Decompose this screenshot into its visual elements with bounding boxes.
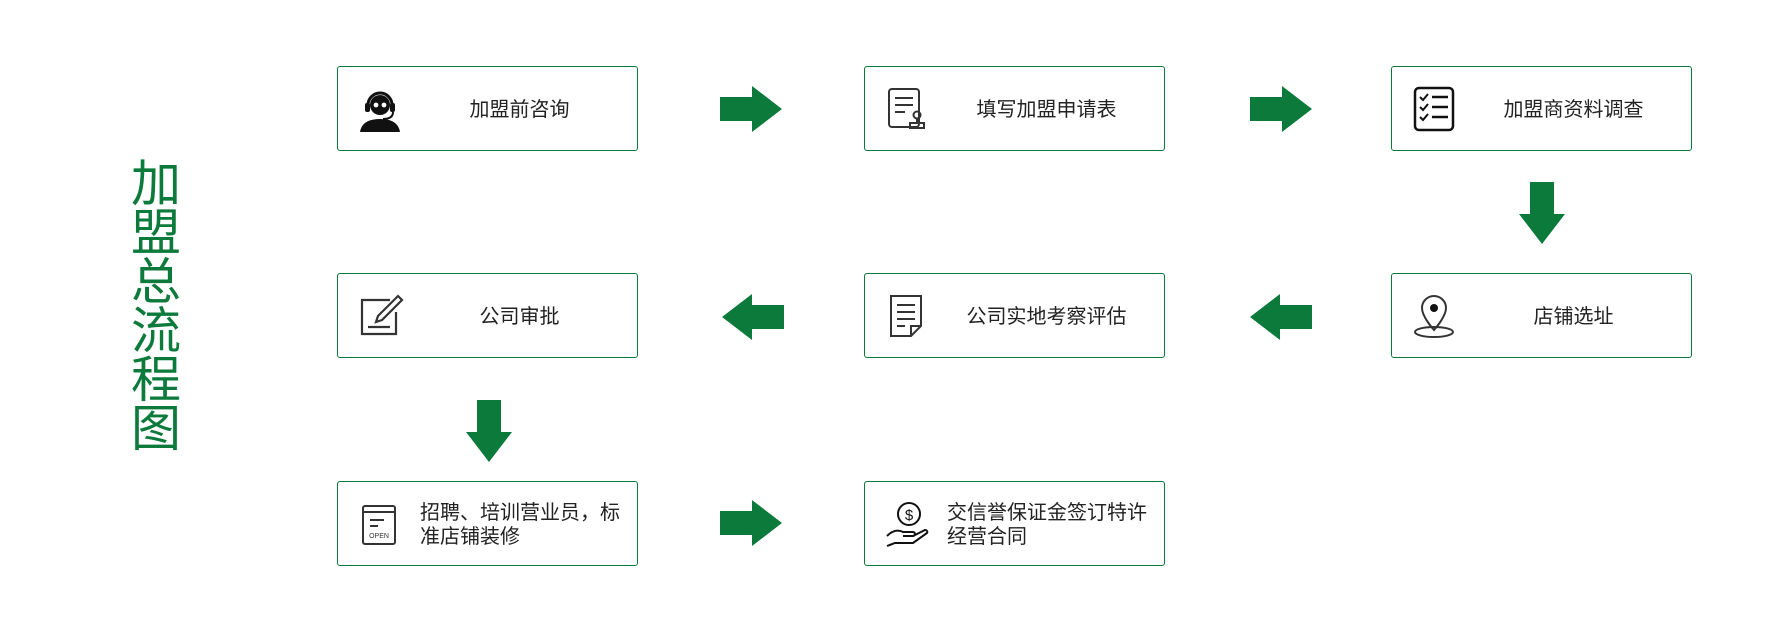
arrow-down-icon <box>466 400 512 462</box>
step-box-site-selection: 店铺选址 <box>1391 273 1692 358</box>
step-label: 填写加盟申请表 <box>976 96 1117 121</box>
step-box-consult: 加盟前咨询 <box>337 66 638 151</box>
step-label: 公司审批 <box>479 303 560 328</box>
arrow-right-icon <box>720 86 782 132</box>
arrow-left-icon <box>1250 294 1312 340</box>
open-sign-icon: OPEN <box>362 504 396 545</box>
money-hand-icon: $ <box>886 501 929 547</box>
svg-text:OPEN: OPEN <box>369 533 389 540</box>
application-form-icon <box>888 87 925 129</box>
svg-text:$: $ <box>905 507 914 524</box>
page-title: 加盟总流程图 <box>131 155 181 458</box>
edit-approval-icon <box>360 293 404 335</box>
checklist-icon <box>1413 86 1455 131</box>
step-box-application: 填写加盟申请表 <box>864 66 1165 151</box>
step-box-site-inspection: 公司实地考察评估 <box>864 273 1165 358</box>
step-box-investigation: 加盟商资料调查 <box>1391 66 1692 151</box>
step-label: 交信誉保证金签订特许经营合同 <box>947 499 1147 548</box>
arrow-right-icon <box>1250 86 1312 132</box>
arrow-right-icon <box>720 500 782 546</box>
customer-service-icon <box>360 91 400 132</box>
step-label: 店铺选址 <box>1533 303 1614 328</box>
step-box-approval: 公司审批 <box>337 273 638 358</box>
arrow-down-icon <box>1519 182 1565 244</box>
step-box-deposit-contract: $ 交信誉保证金签订特许经营合同 <box>864 481 1165 566</box>
step-label: 公司实地考察评估 <box>966 303 1127 328</box>
step-label: 招聘、培训营业员，标准店铺装修 <box>420 499 620 548</box>
document-icon <box>890 294 922 337</box>
arrow-left-icon <box>722 294 784 340</box>
step-box-recruit-decorate: OPEN 招聘、培训营业员，标准店铺装修 <box>337 481 638 566</box>
step-label: 加盟前咨询 <box>469 96 570 121</box>
step-label: 加盟商资料调查 <box>1503 96 1644 121</box>
location-pin-icon <box>1414 294 1454 338</box>
